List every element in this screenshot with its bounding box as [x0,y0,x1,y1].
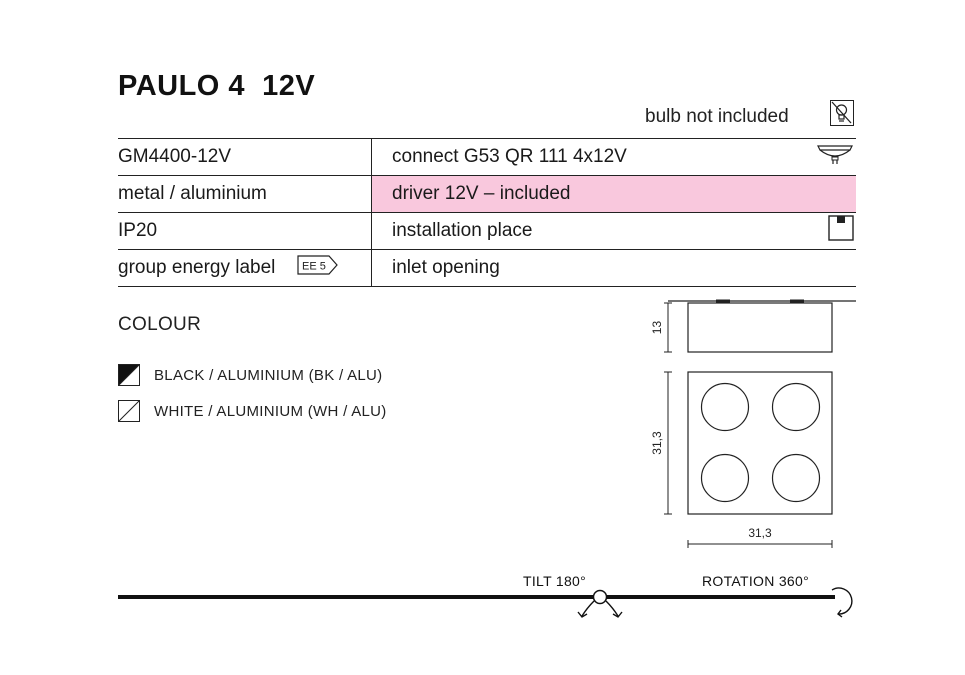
motion-bar [118,587,853,618]
spec-row: group energy label EE 5 inlet opening [118,249,856,287]
spec-row: metal / aluminium driver 12V – included [118,175,856,213]
spec-left: group energy label EE 5 [118,249,372,287]
energy-label-text: EE 5 [302,261,326,273]
spec-right: installation place [371,212,856,250]
spec-left-text: group energy label [118,257,276,279]
spec-right: connect G53 QR 111 4x12V [371,138,856,176]
black-aluminium-swatch [118,364,140,386]
depth-dimension-label: 31,3 [650,431,664,455]
lamp-opening [700,453,750,503]
g53-lamp-icon [816,142,854,172]
tilt-label: TILT 180° [523,573,587,589]
rotation-label: ROTATION 360° [702,573,809,589]
spec-right-text: installation place [392,220,533,241]
spec-left: GM4400-12V [118,138,372,176]
spec-row: IP20 installation place [118,212,856,250]
colour-option-label: WHITE / ALUMINIUM (WH / ALU) [154,403,387,420]
technical-drawing: 13 31,3 31,3 [650,299,856,548]
tilt-icon [577,589,623,618]
spec-right: inlet opening [371,249,856,287]
width-dimension-label: 31,3 [748,526,772,540]
spec-left: metal / aluminium [118,175,372,213]
ceiling-mount-icon [828,215,854,247]
bulb-note: bulb not included [645,106,789,127]
spec-row: GM4400-12V connect G53 QR 111 4x12V [118,138,856,176]
bulb-crossed-icon [830,100,854,126]
colour-heading: COLOUR [118,314,202,335]
colour-option-label: BLACK / ALUMINIUM (BK / ALU) [154,367,383,384]
lamp-opening [700,382,750,432]
lamp-opening [771,382,821,432]
spec-left: IP20 [118,212,372,250]
spec-right-text: connect G53 QR 111 4x12V [392,146,627,167]
product-title: PAULO 4 12V [118,70,316,102]
front-view [687,371,833,515]
side-view [687,302,833,353]
height-dimension-label: 13 [650,321,664,335]
spec-right: driver 12V – included [371,175,856,213]
spec-table: GM4400-12V connect G53 QR 111 4x12V meta… [118,138,856,287]
white-aluminium-swatch [118,400,140,422]
lamp-opening [771,453,821,503]
rotation-icon [831,587,853,618]
energy-label-badge: EE 5 [297,255,339,281]
